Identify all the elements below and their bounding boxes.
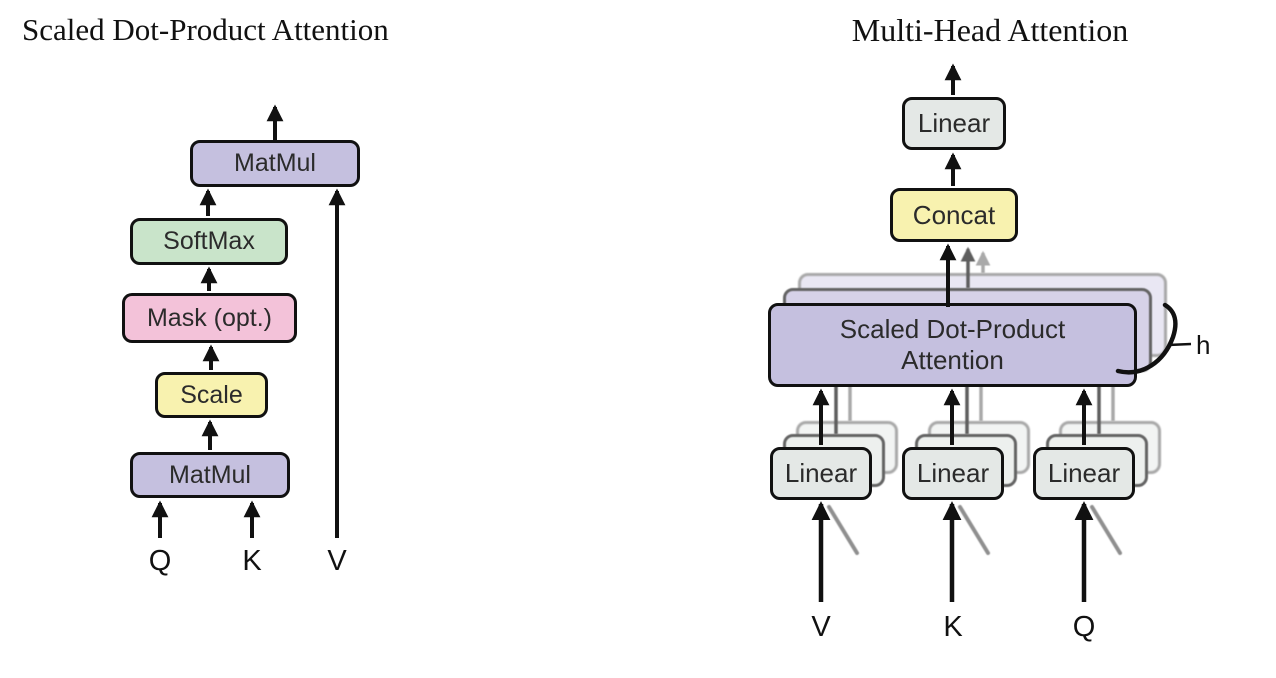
input-label-k-right: K	[943, 611, 963, 643]
node-attention-label-line2: Attention	[901, 345, 1004, 375]
node-attention-label: Scaled Dot-Product Attention	[840, 314, 1065, 376]
input-label-v-right: V	[811, 611, 831, 643]
node-matmul-top-label: MatMul	[234, 149, 316, 177]
input-label-q-right: Q	[1072, 611, 1096, 643]
input-q-shadow-diagonal	[1090, 505, 1122, 555]
node-mask: Mask (opt.)	[122, 293, 297, 343]
right-diagram-title: Multi-Head Attention	[851, 12, 1129, 48]
node-concat: Concat	[890, 188, 1018, 242]
input-k-shadow-diagonal	[958, 505, 990, 555]
node-scale-label: Scale	[180, 380, 243, 409]
input-label-k-left: K	[242, 545, 262, 577]
node-concat-label: Concat	[912, 199, 996, 230]
input-v-shadow-diagonal	[827, 505, 859, 555]
node-softmax-label: SoftMax	[163, 227, 255, 255]
node-mask-label: Mask (opt.)	[146, 303, 273, 332]
node-scale: Scale	[155, 372, 268, 418]
node-linear-v: Linear	[770, 447, 872, 500]
node-linear-v-label: Linear	[784, 458, 858, 488]
node-linear-k: Linear	[902, 447, 1004, 500]
node-attention-label-line1: Scaled Dot-Product	[839, 314, 1066, 344]
node-softmax: SoftMax	[130, 218, 288, 265]
head-count-label: h	[1196, 330, 1211, 360]
node-scaled-dot-product-attention: Scaled Dot-Product Attention	[768, 303, 1137, 387]
node-linear-out-label: Linear	[917, 108, 991, 138]
node-matmul-top: MatMul	[190, 140, 360, 187]
node-linear-out: Linear	[902, 97, 1006, 150]
node-linear-q: Linear	[1033, 447, 1135, 500]
input-label-q-left: Q	[148, 545, 172, 577]
head-count-tick	[1167, 342, 1192, 347]
node-matmul-bottom: MatMul	[130, 452, 290, 498]
left-diagram-title: Scaled Dot-Product Attention	[22, 12, 389, 47]
node-matmul-bottom-label: MatMul	[169, 460, 251, 489]
input-label-v-left: V	[327, 545, 347, 577]
node-linear-q-label: Linear	[1047, 458, 1121, 488]
node-linear-k-label: Linear	[916, 458, 990, 488]
